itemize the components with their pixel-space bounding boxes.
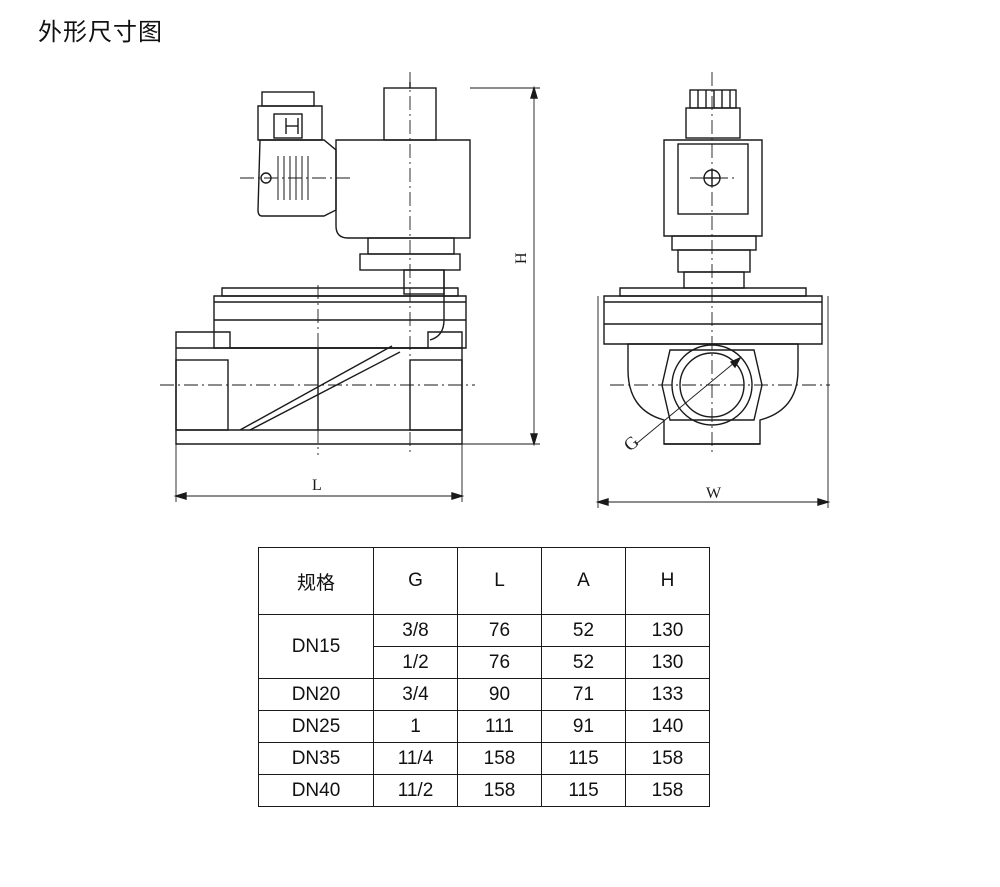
table-row: DN15 3/8 76 52 130 <box>258 614 710 679</box>
table-row: DN35 11/4 158 115 158 <box>258 742 710 775</box>
header-spec: 规格 <box>258 547 374 615</box>
table-header-row: 规格 G L A H <box>258 547 710 615</box>
spec-table: 规格 G L A H DN15 3/8 76 52 130 1/2 76 52 … <box>258 547 710 807</box>
h-cell: 158 <box>625 742 710 775</box>
dimension-label-g: G <box>620 431 643 455</box>
a-cell: 115 <box>541 774 626 807</box>
l-cell: 76 <box>457 614 542 647</box>
side-view <box>595 72 831 508</box>
spec-cell: DN15 <box>258 614 374 679</box>
spec-cell: DN40 <box>258 774 374 807</box>
g-cell: 1 <box>373 710 458 743</box>
l-cell: 90 <box>457 678 542 711</box>
dimension-label-w: W <box>706 485 722 502</box>
table-row: DN40 11/2 158 115 158 <box>258 774 710 807</box>
spec-cell: DN25 <box>258 710 374 743</box>
header-g: G <box>373 547 458 615</box>
l-cell: 158 <box>457 774 542 807</box>
spec-cell: DN20 <box>258 678 374 711</box>
h-cell: 158 <box>625 774 710 807</box>
h-cell: 140 <box>625 710 710 743</box>
a-cell: 91 <box>541 710 626 743</box>
dimension-drawing: L W H G <box>160 72 831 508</box>
g-cell: 11/4 <box>373 742 458 775</box>
spec-cell: DN35 <box>258 742 374 775</box>
l-cell: 76 <box>457 646 542 679</box>
a-cell: 71 <box>541 678 626 711</box>
g-cell: 1/2 <box>373 646 458 679</box>
g-cell: 11/2 <box>373 774 458 807</box>
h-cell: 130 <box>625 646 710 679</box>
dimension-label-l: L <box>312 477 322 494</box>
g-cell: 3/8 <box>373 614 458 647</box>
a-cell: 52 <box>541 614 626 647</box>
h-cell: 133 <box>625 678 710 711</box>
g-cell: 3/4 <box>373 678 458 711</box>
l-cell: 158 <box>457 742 542 775</box>
header-l: L <box>457 547 542 615</box>
l-cell: 111 <box>457 710 542 743</box>
page-title: 外形尺寸图 <box>38 18 163 46</box>
h-cell: 130 <box>625 614 710 647</box>
table-row: DN25 1 111 91 140 <box>258 710 710 743</box>
a-cell: 115 <box>541 742 626 775</box>
header-h: H <box>625 547 710 615</box>
a-cell: 52 <box>541 646 626 679</box>
front-view <box>160 72 540 502</box>
table-row: DN20 3/4 90 71 133 <box>258 678 710 711</box>
dimension-label-h: H <box>513 252 530 264</box>
header-a: A <box>541 547 626 615</box>
table-row: 1/2 76 52 130 <box>259 646 710 679</box>
